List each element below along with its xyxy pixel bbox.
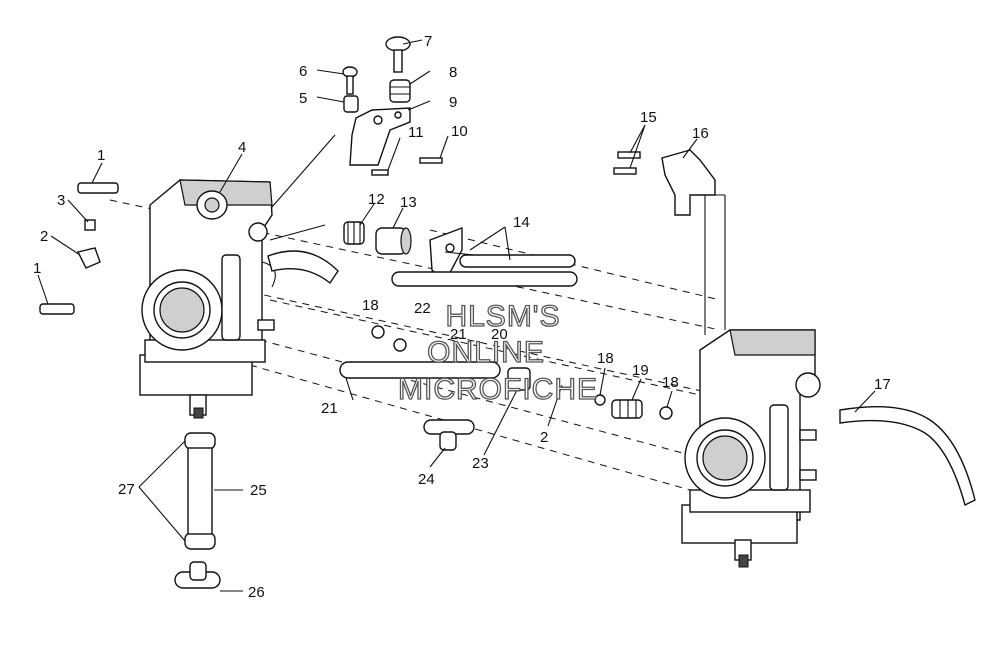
callout-7: 7 bbox=[424, 33, 432, 50]
callout-16: 16 bbox=[692, 125, 709, 142]
callout-6: 6 bbox=[299, 63, 307, 80]
callout-2-center: 2 bbox=[540, 429, 548, 446]
watermark-line-2: ONLINE bbox=[427, 336, 545, 369]
callout-25: 25 bbox=[250, 482, 267, 499]
callout-8: 8 bbox=[449, 64, 457, 81]
callout-24: 24 bbox=[418, 471, 435, 488]
callout-3: 3 bbox=[57, 192, 65, 209]
callout-12: 12 bbox=[368, 191, 385, 208]
callout-27: 27 bbox=[118, 481, 135, 498]
callout-1-bottom: 1 bbox=[33, 260, 41, 277]
watermark-line-1: HLSM'S bbox=[445, 300, 560, 333]
throttle-linkage-parts bbox=[39, 36, 976, 507]
left-carburetor bbox=[139, 179, 276, 419]
callout-5: 5 bbox=[299, 90, 307, 107]
callout-17: 17 bbox=[874, 376, 891, 393]
callout-15: 15 bbox=[640, 109, 657, 126]
callout-2-left: 2 bbox=[40, 228, 48, 245]
callout-26: 26 bbox=[248, 584, 265, 601]
callout-11: 11 bbox=[408, 124, 424, 141]
callout-4: 4 bbox=[238, 139, 246, 156]
callout-18-right: 18 bbox=[662, 374, 679, 391]
callout-10: 10 bbox=[451, 123, 468, 140]
callout-21-upper: 21 bbox=[450, 326, 467, 343]
callout-21-lower: 21 bbox=[321, 400, 338, 417]
callout-23: 23 bbox=[472, 455, 489, 472]
callout-20: 20 bbox=[491, 326, 508, 343]
callout-labels: 7 6 8 5 9 10 11 12 13 14 15 16 17 1 3 2 … bbox=[33, 33, 891, 601]
callout-13: 13 bbox=[400, 194, 417, 211]
watermark-line-3: MICROFICHE bbox=[398, 373, 598, 406]
callout-19: 19 bbox=[632, 362, 649, 379]
right-carburetor bbox=[681, 329, 821, 568]
watermark: HLSM'S ONLINE MICROFICHE bbox=[397, 299, 598, 406]
callout-1-top: 1 bbox=[97, 147, 105, 164]
callout-18-middle: 18 bbox=[597, 350, 614, 367]
callout-9: 9 bbox=[449, 94, 457, 111]
callout-18-left: 18 bbox=[362, 297, 379, 314]
leader-lines bbox=[37, 39, 876, 592]
fuel-line-parts bbox=[174, 432, 221, 589]
callout-14: 14 bbox=[513, 214, 530, 231]
callout-22: 22 bbox=[414, 300, 431, 317]
